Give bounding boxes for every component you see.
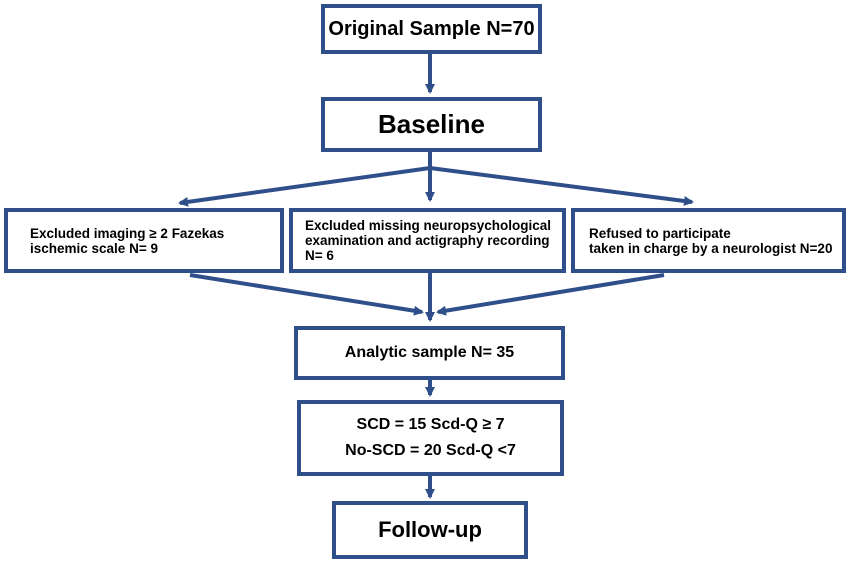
refused-line-2: taken in charge by a neurologist N=20	[589, 240, 833, 256]
refused-box: Refused to participate taken in charge b…	[571, 208, 846, 273]
original-sample-label: Original Sample N=70	[328, 17, 535, 40]
arrow-right-to-analytic	[436, 273, 665, 316]
arrow-baseline-to-left	[178, 166, 431, 207]
groups-scd-line: SCD = 15 Scd-Q ≥ 7	[356, 416, 505, 433]
excluded-missing-box: Excluded missing neuropsychological exam…	[289, 208, 566, 273]
arrow-left-to-analytic	[189, 273, 424, 316]
analytic-sample-box: Analytic sample N= 35	[294, 326, 565, 380]
analytic-sample-label: Analytic sample N= 35	[344, 344, 515, 361]
baseline-box: Baseline	[321, 97, 542, 152]
baseline-label: Baseline	[378, 109, 485, 139]
excluded-missing-line-3: N= 6	[305, 248, 334, 263]
follow-up-label: Follow-up	[378, 517, 482, 542]
groups-box: SCD = 15 Scd-Q ≥ 7 No-SCD = 20 Scd-Q <7	[297, 400, 564, 476]
refused-line-1: Refused to participate	[589, 225, 731, 241]
follow-up-box: Follow-up	[332, 501, 528, 559]
groups-no-scd-line: No-SCD = 20 Scd-Q <7	[345, 442, 516, 459]
original-sample-box: Original Sample N=70	[321, 4, 542, 54]
excluded-imaging-line-2: ischemic scale N= 9	[30, 240, 158, 256]
excluded-imaging-line-1: Excluded imaging ≥ 2 Fazekas	[30, 225, 225, 241]
arrow-baseline-to-right	[429, 166, 694, 206]
excluded-missing-line-2: examination and actigraphy recording	[305, 233, 550, 248]
excluded-imaging-box: Excluded imaging ≥ 2 Fazekas ischemic sc…	[4, 208, 284, 273]
excluded-missing-line-1: Excluded missing neuropsychological	[305, 218, 552, 233]
